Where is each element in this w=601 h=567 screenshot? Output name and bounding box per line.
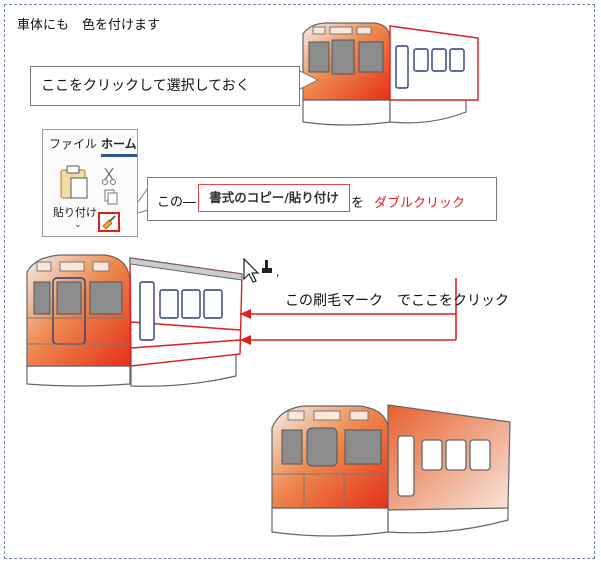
svg-text:,: , [276, 266, 280, 279]
copy-icon [104, 189, 118, 205]
format-painter-cursor-icon: , [262, 260, 280, 279]
select-callout-text: ここをクリックして選択しておく [41, 78, 250, 94]
paste-button-label[interactable]: 貼り付け [53, 206, 97, 219]
format-painter-icon [102, 215, 116, 230]
instruction-heading: 車体にも 色を付けます [17, 18, 161, 33]
train-middle[interactable] [26, 254, 243, 387]
format-painter-button[interactable] [98, 212, 120, 232]
tab-file[interactable]: ファイル [49, 137, 98, 151]
brush-instruction: この刷毛マーク でここをクリック [285, 293, 509, 309]
mouse-cursor-icon [243, 257, 260, 283]
slide-frame [4, 4, 595, 559]
train-top[interactable] [302, 22, 479, 126]
tooltip-suffix: を [351, 196, 365, 211]
tooltip-command-box: 書式のコピー/貼り付け [198, 184, 350, 212]
tooltip-command: 書式のコピー/貼り付け [209, 190, 339, 205]
format-painter-tooltip: この― 書式のコピー/貼り付け を ダブルクリック [147, 177, 497, 221]
select-callout: ここをクリックして選択しておく [30, 66, 300, 106]
tab-home[interactable]: ホーム [101, 137, 137, 151]
train-bottom[interactable] [271, 404, 511, 537]
tab-home-underline [101, 154, 137, 157]
ribbon-icons [60, 165, 118, 205]
scissors-icon [102, 167, 116, 185]
ribbon-clip: ファイル ホーム 貼り付け ⌄ [42, 129, 138, 237]
pointer-arrows [240, 278, 457, 345]
tooltip-prefix: この― [157, 195, 197, 210]
paste-dropdown-caret[interactable]: ⌄ [74, 220, 82, 230]
clipboard-icon [60, 165, 88, 199]
tooltip-action: ダブルクリック [374, 196, 466, 211]
